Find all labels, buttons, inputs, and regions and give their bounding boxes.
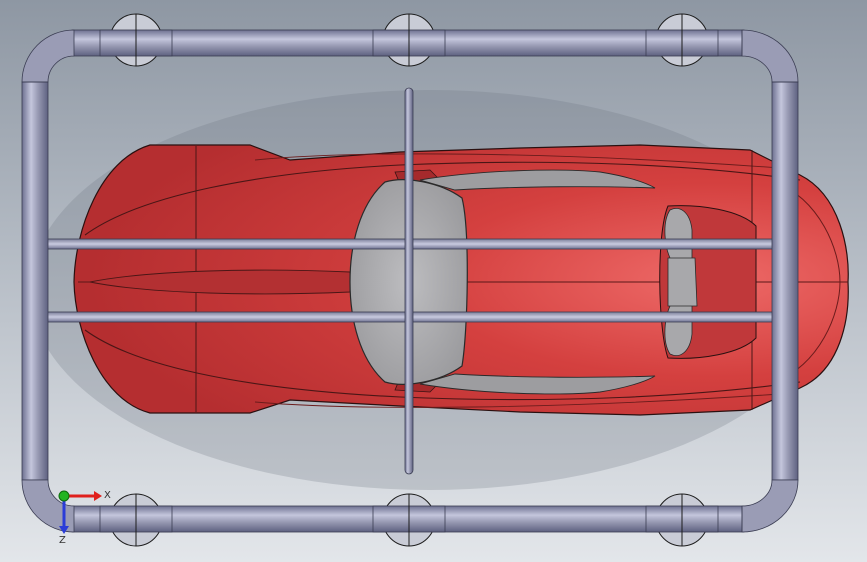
frame-corner-bottom-right	[741, 479, 799, 533]
mount-pad-top-right	[645, 13, 719, 67]
mount-pad-bottom-right	[645, 493, 719, 547]
mount-pad-top-left	[99, 13, 173, 67]
body-crease-upper	[84, 161, 801, 236]
body-crease-lower	[84, 329, 801, 401]
mount-pad-bottom-left	[99, 493, 173, 547]
frame-tube-right	[771, 81, 799, 481]
mount-pads	[99, 13, 719, 547]
z-axis-arrowhead	[59, 526, 69, 534]
frame-corner-top-left	[21, 29, 75, 83]
mount-pad-top-center	[372, 13, 446, 67]
body-side-line-bottom	[254, 393, 781, 408]
car-body	[73, 144, 849, 416]
rear-glass-lower	[664, 301, 693, 356]
frame-tube-left	[21, 81, 49, 481]
center-rod	[404, 87, 414, 475]
center-rod-shaft	[404, 87, 414, 475]
rear-glass-upper	[664, 208, 693, 263]
mount-pad-bottom-center	[372, 493, 446, 547]
body-side-line-top	[254, 153, 781, 169]
x-axis-arrowhead	[94, 491, 102, 501]
y-axis-point	[58, 490, 70, 502]
rear-glass-mid	[667, 257, 698, 307]
coordinate-triad: X Z	[58, 490, 111, 546]
frame-corner-bottom-left	[21, 479, 75, 533]
side-window-top	[419, 169, 656, 191]
x-axis-label: X	[104, 490, 111, 501]
side-window-bottom	[419, 373, 656, 395]
tail-panel	[774, 181, 841, 383]
z-axis-label: Z	[59, 535, 66, 546]
